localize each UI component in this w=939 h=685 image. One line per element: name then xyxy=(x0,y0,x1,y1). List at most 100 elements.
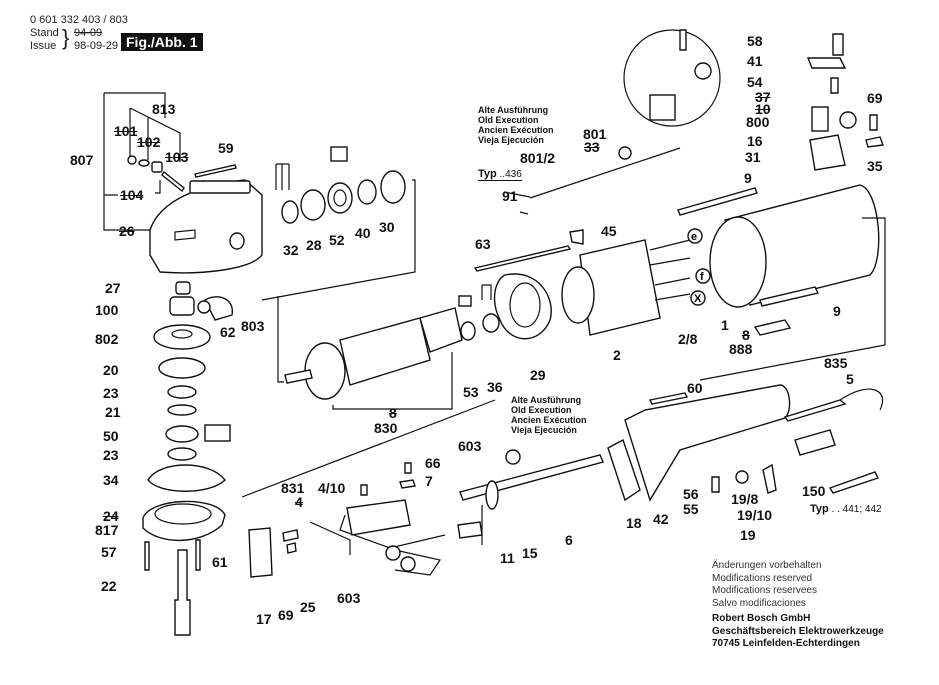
part-label-66: 66 xyxy=(425,455,441,471)
cable-801 xyxy=(529,147,681,199)
switch-assembly xyxy=(241,399,496,578)
part-label-21: 21 xyxy=(105,404,121,420)
modifications-notice: Änderungen vorbehalten Modifications res… xyxy=(712,560,822,610)
stator xyxy=(473,229,691,340)
note-line: Ancien Exécution xyxy=(511,415,587,425)
part-label-1: 1 xyxy=(721,317,729,333)
part-label-57: 57 xyxy=(101,544,117,560)
part-label-69-top: 69 xyxy=(867,90,883,106)
brace: } xyxy=(62,25,70,50)
part-label-103: 103 xyxy=(165,149,189,165)
part-label-15: 15 xyxy=(522,545,538,561)
part-label-31: 31 xyxy=(745,149,761,165)
part-label-2: 2 xyxy=(613,347,621,363)
part-label-33: 33 xyxy=(584,139,600,155)
note-line: Old Execution xyxy=(478,115,539,125)
part-label-36: 36 xyxy=(487,379,503,395)
marker-circles: e f X xyxy=(687,228,711,306)
part-label-62: 62 xyxy=(220,324,236,340)
part-label-888: 888 xyxy=(729,341,753,357)
footer-line: Änderungen vorbehalten xyxy=(712,560,822,571)
note-line: Vieja Ejecución xyxy=(478,135,544,145)
note-line: Alte Ausführung xyxy=(478,105,549,115)
note-line: Vieja Ejecución xyxy=(511,425,577,435)
typ-value: . . 441; 442 xyxy=(831,504,882,515)
part-label-802: 802 xyxy=(95,331,119,347)
part-label-830: 830 xyxy=(374,420,398,436)
part-label-17: 17 xyxy=(256,611,272,627)
stand-value: 94-09 xyxy=(74,27,103,39)
part-label-6: 6 xyxy=(565,532,573,548)
stand-label: Stand xyxy=(30,27,59,39)
part-label-150: 150 xyxy=(802,483,826,499)
part-label-19-10: 19/10 xyxy=(737,507,773,523)
part-label-35: 35 xyxy=(867,158,883,174)
part-label-50: 50 xyxy=(103,428,119,444)
svg-text:f: f xyxy=(700,271,704,283)
part-label-37: 37 xyxy=(755,89,771,105)
part-label-9-bottom: 9 xyxy=(833,303,841,319)
note-line: Ancien Exécution xyxy=(478,125,554,135)
part-label-54: 54 xyxy=(747,74,763,90)
part-label-41: 41 xyxy=(747,53,763,69)
bearing-row xyxy=(261,146,416,301)
motor-housing xyxy=(677,184,886,381)
figure-badge: Fig./Abb. 1 xyxy=(121,33,203,51)
typ-value: ..436 xyxy=(499,169,522,180)
part-label-4: 4 xyxy=(295,494,303,510)
part-label-813: 813 xyxy=(152,101,176,117)
part-label-4-10: 4/10 xyxy=(318,480,346,496)
part-label-101: 101 xyxy=(114,123,138,139)
note-line: Alte Ausführung xyxy=(511,395,582,405)
part-label-8-motor: 8 xyxy=(742,327,750,343)
part-label-56: 56 xyxy=(683,486,699,502)
part-label-11: 11 xyxy=(500,550,515,566)
company-name: Robert Bosch GmbH xyxy=(712,613,811,624)
bracket-807 xyxy=(103,92,181,231)
part-label-52: 52 xyxy=(329,232,345,248)
part-label-8: 8 xyxy=(389,405,397,421)
svg-text:X: X xyxy=(694,293,702,305)
part-label-20: 20 xyxy=(103,362,119,378)
company-city: 70745 Leinfelden-Echterdingen xyxy=(712,638,860,649)
part-label-60: 60 xyxy=(687,380,703,396)
brush-holder xyxy=(623,29,884,171)
handle xyxy=(607,384,884,502)
typ-prefix: Typ xyxy=(810,503,829,515)
part-label-42: 42 xyxy=(653,511,669,527)
typ-prefix: Typ xyxy=(478,168,497,180)
part-label-801-2: 801/2 xyxy=(520,150,556,166)
part-label-807: 807 xyxy=(70,152,94,168)
typ-441-note: Typ . . 441; 442 xyxy=(810,503,882,515)
part-label-9-top: 9 xyxy=(744,170,752,186)
footer-line: Salvo modificaciones xyxy=(712,597,806,609)
cable-6 xyxy=(459,454,604,501)
armature xyxy=(277,284,500,410)
issue-value: 98-09-29 xyxy=(74,40,119,52)
part-label-831: 831 xyxy=(281,480,305,496)
gear-stack xyxy=(142,281,234,636)
part-label-835: 835 xyxy=(824,355,848,371)
part-label-817: 817 xyxy=(95,522,119,538)
part-label-24: 24 xyxy=(103,508,119,524)
part-label-801: 801 xyxy=(583,126,607,142)
part-label-61: 61 xyxy=(212,554,228,570)
part-label-28: 28 xyxy=(306,237,322,253)
part-label-5: 5 xyxy=(846,371,854,387)
part-label-27: 27 xyxy=(105,280,121,296)
part-label-104: 104 xyxy=(120,187,144,203)
footer-line: Modifications reserved xyxy=(712,572,813,584)
part-label-10: 10 xyxy=(755,101,771,117)
part-label-29: 29 xyxy=(530,367,546,383)
part-label-803: 803 xyxy=(241,318,265,334)
typ-436-note: Typ ..436 xyxy=(478,168,522,181)
part-label-58: 58 xyxy=(747,33,763,49)
part-label-800: 800 xyxy=(746,114,770,130)
part-label-22: 22 xyxy=(101,578,117,594)
note-line: Old Execution xyxy=(511,405,572,415)
part-label-40: 40 xyxy=(355,225,371,241)
part-label-25: 25 xyxy=(300,599,316,615)
part-label-26: 26 xyxy=(119,223,135,239)
part-label-16: 16 xyxy=(747,133,763,149)
